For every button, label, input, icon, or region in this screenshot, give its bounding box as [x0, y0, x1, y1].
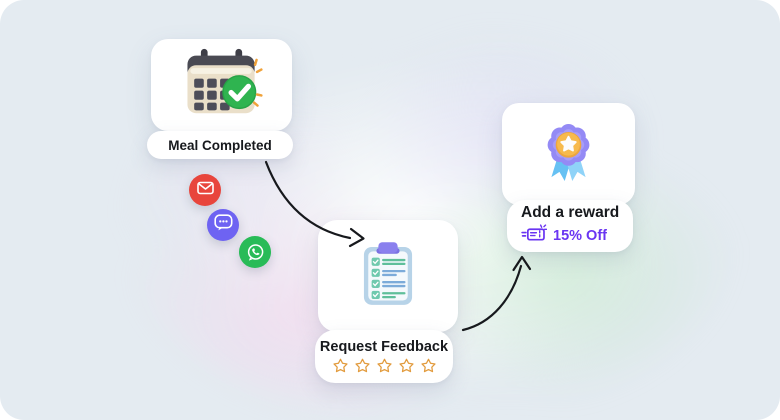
envelope-icon	[196, 181, 214, 200]
channel-email[interactable]	[189, 174, 221, 206]
chat-bubble-icon	[213, 214, 233, 236]
reward-value-row: 15% Off	[521, 224, 607, 248]
reward-label: Add a reward	[521, 204, 620, 221]
whatsapp-icon[interactable]	[239, 236, 271, 268]
reward-value: 15% Off	[553, 228, 607, 244]
star-rating[interactable]	[332, 358, 437, 375]
feedback-label-pill[interactable]: Request Feedback	[315, 330, 453, 383]
clipboard-checklist-icon	[362, 241, 414, 312]
star-icon	[420, 358, 436, 372]
feedback-label: Request Feedback	[319, 338, 449, 355]
star-icon	[332, 358, 348, 372]
reward-node-card[interactable]	[502, 103, 635, 205]
coupon-ticket-icon	[521, 224, 548, 248]
trigger-label: Meal Completed	[168, 137, 272, 153]
reward-label-pill[interactable]: Add a reward 15% Off	[507, 200, 633, 252]
star-icon	[376, 358, 392, 372]
trigger-label-pill[interactable]: Meal Completed	[147, 131, 293, 159]
feedback-node-card[interactable]	[318, 220, 458, 332]
star-icon	[354, 358, 370, 372]
medal-ribbon-icon	[540, 116, 597, 192]
channel-chat[interactable]	[207, 209, 239, 241]
trigger-node-card[interactable]	[151, 39, 292, 131]
calendar-check-icon	[180, 47, 264, 123]
star-icon	[398, 358, 414, 372]
